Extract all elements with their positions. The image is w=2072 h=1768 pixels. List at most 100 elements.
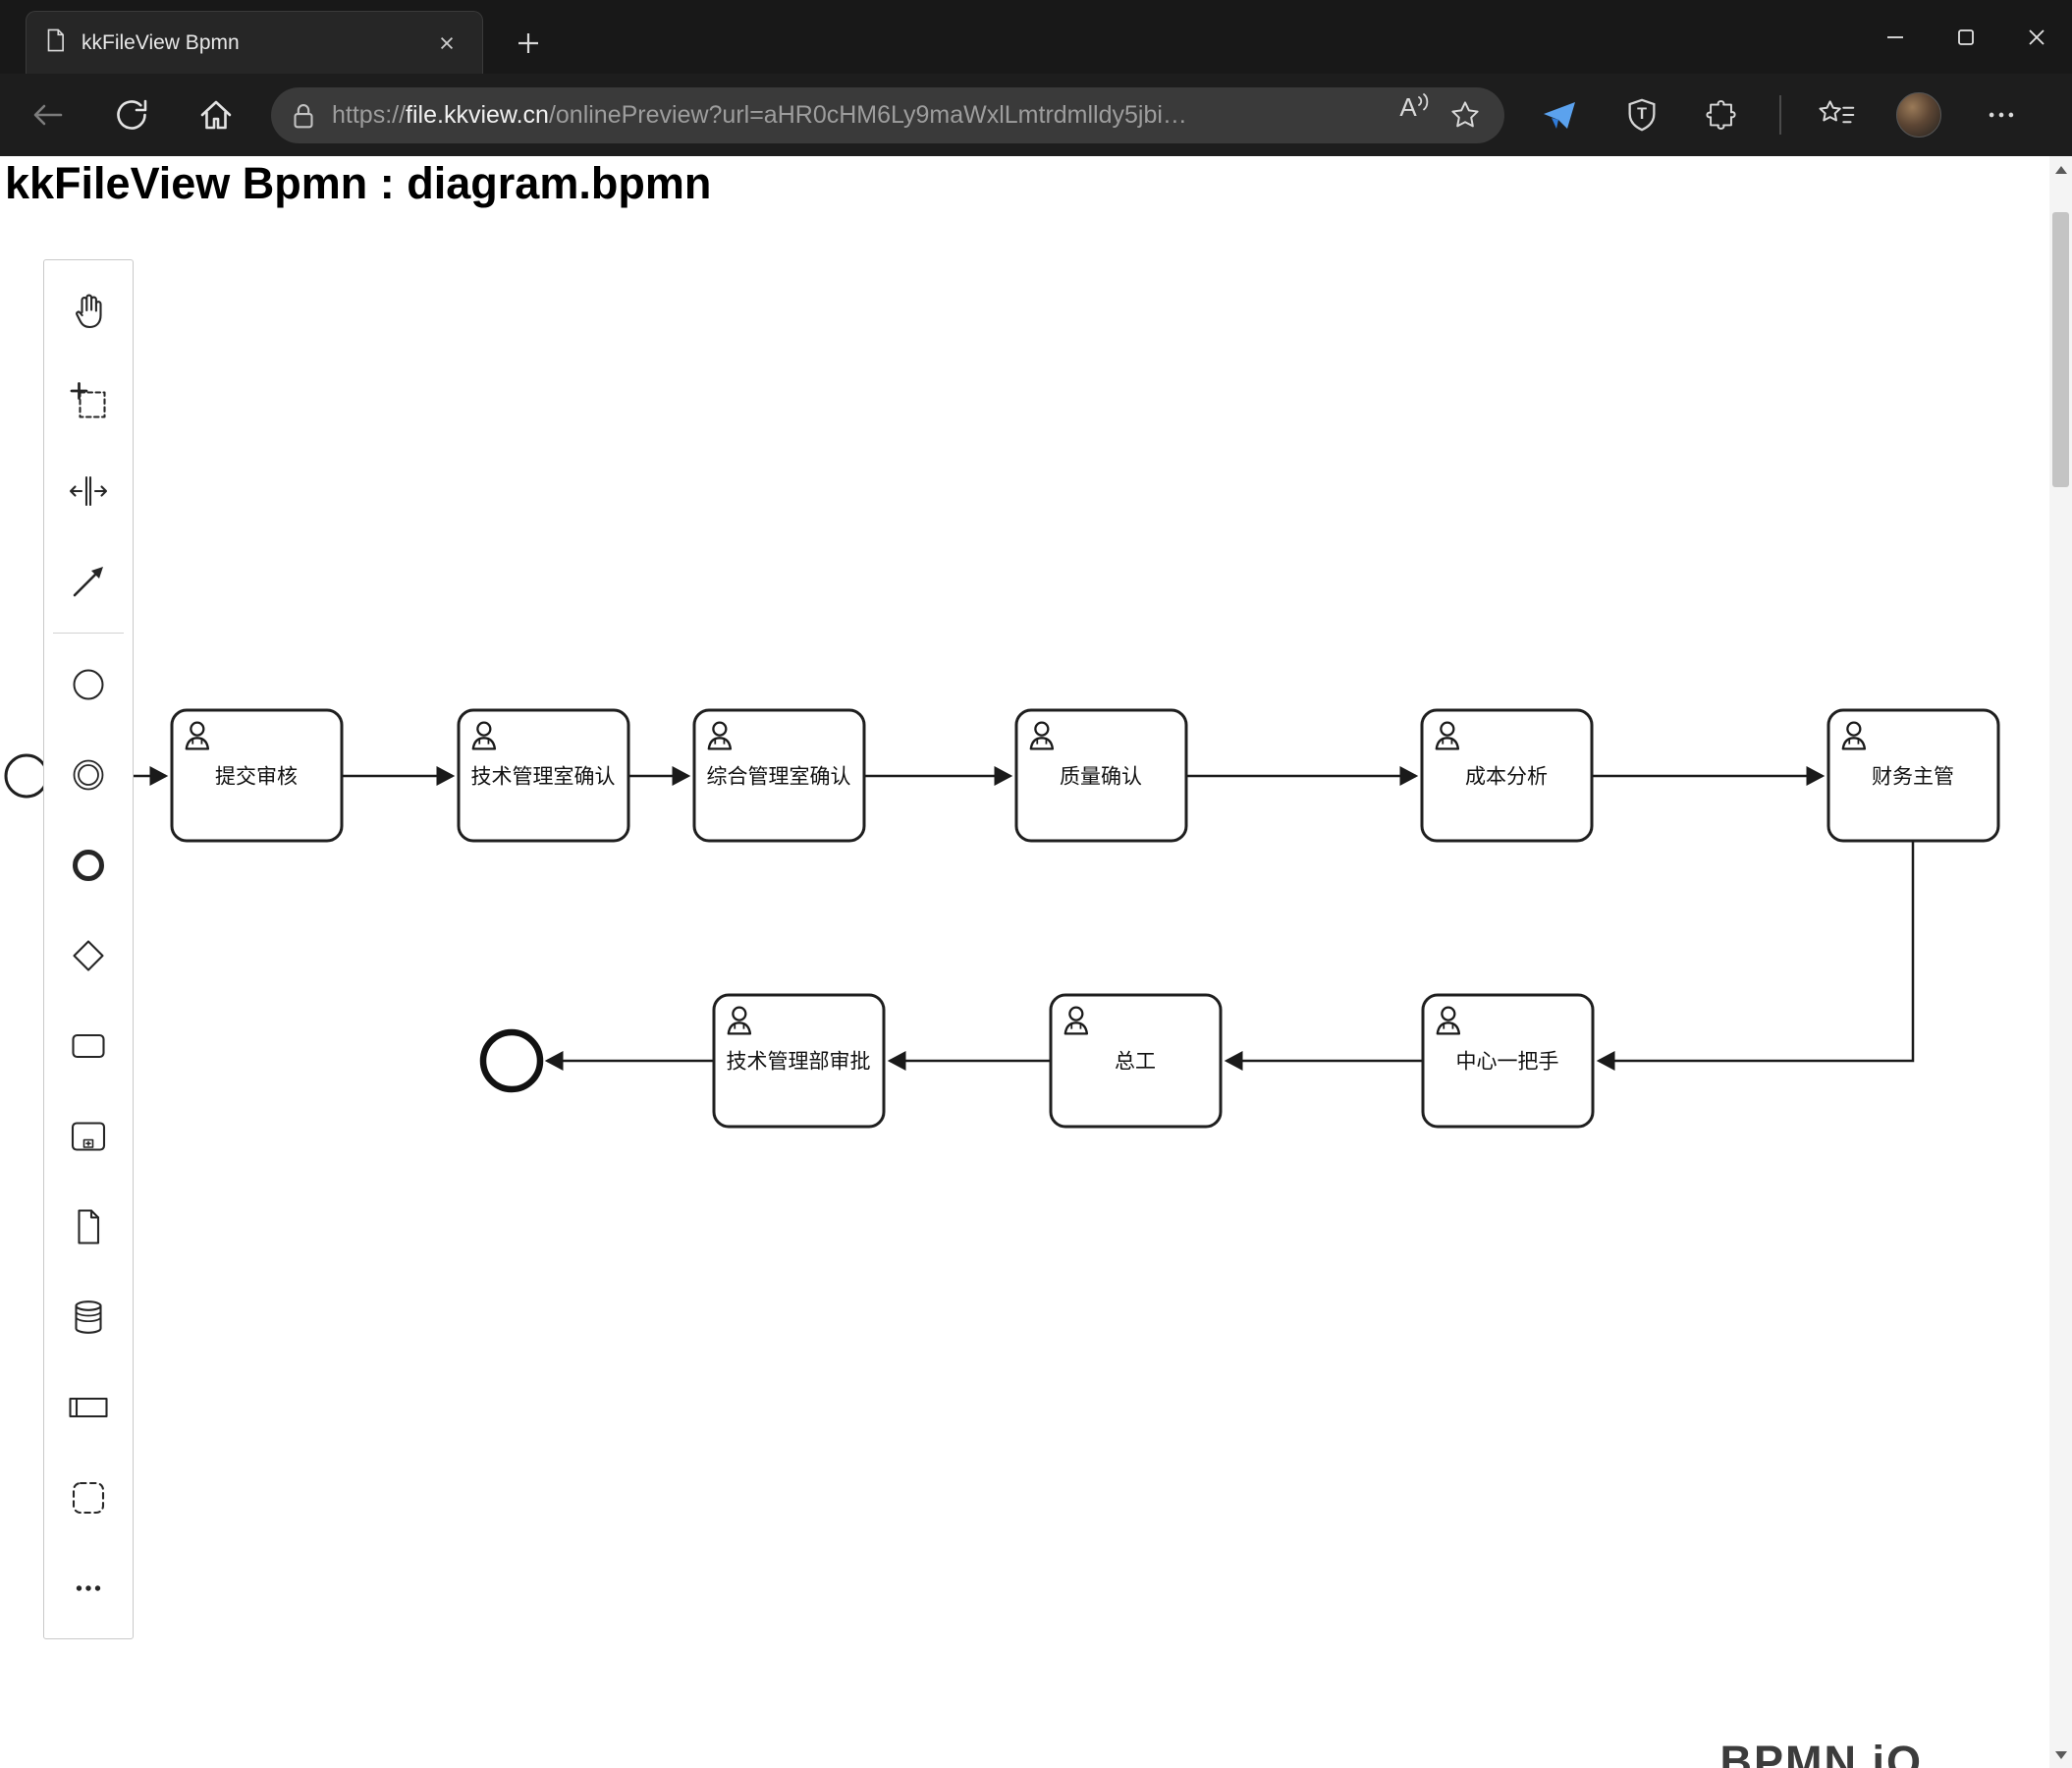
scroll-down-arrow-icon <box>2054 1750 2067 1759</box>
task-label: 总工 <box>1115 1050 1156 1073</box>
close-button[interactable] <box>2001 0 2072 74</box>
palette-separator <box>53 633 124 634</box>
favorite-star-button[interactable] <box>1440 92 1491 138</box>
url-domain: file.kkview.cn <box>406 100 549 129</box>
create-subprocess-button[interactable] <box>44 1091 133 1182</box>
bpmn-palette <box>43 259 134 1639</box>
bpmn-end-event[interactable] <box>479 1028 544 1093</box>
lock-icon <box>294 104 313 129</box>
browser-tab[interactable]: kkFileView Bpmn <box>26 11 483 74</box>
home-button[interactable] <box>187 85 245 144</box>
paper-plane-icon <box>1544 102 1575 129</box>
read-aloud-icon: A <box>1399 92 1417 122</box>
task-label: 综合管理室确认 <box>707 765 851 788</box>
settings-menu-button[interactable] <box>1974 87 2029 142</box>
vertical-scrollbar[interactable] <box>2049 156 2072 1768</box>
create-intermediate-event-button[interactable] <box>44 730 133 820</box>
page-favicon-icon <box>42 28 68 58</box>
sequence-flow[interactable] <box>1596 841 1915 1071</box>
task-label: 中心一把手 <box>1456 1050 1559 1073</box>
shield-icon: T <box>1628 98 1656 132</box>
scrollbar-track[interactable] <box>2049 183 2072 1741</box>
read-aloud-button[interactable]: A <box>1389 92 1440 138</box>
scrollbar-thumb[interactable] <box>2052 212 2069 487</box>
task-label: 技术管理室确认 <box>471 765 616 788</box>
refresh-icon <box>117 99 147 130</box>
extensions-button[interactable] <box>1697 87 1752 142</box>
bpmn-diagram-canvas[interactable]: 提交审核 技术管理室确认 综合管理室确认 质量确认 成本分析 财务主管 <box>0 156 2049 1768</box>
start-event-icon <box>73 669 104 700</box>
end-event-icon <box>73 850 104 881</box>
address-bar[interactable]: https://file.kkview.cn/onlinePreview?url… <box>271 86 1504 143</box>
new-tab-button[interactable] <box>507 22 550 65</box>
create-start-event-button[interactable] <box>44 639 133 730</box>
task-icon <box>72 1033 105 1059</box>
toolbar-divider <box>1779 95 1781 135</box>
palette-more-options-button[interactable] <box>44 1543 133 1633</box>
task-label: 质量确认 <box>1060 765 1142 788</box>
url-path: /onlinePreview?url=aHR0cHM6Ly9maWxlLmtrd… <box>548 100 1187 129</box>
bpmn-start-event[interactable] <box>4 753 49 799</box>
browser-navbar: https://file.kkview.cn/onlinePreview?url… <box>0 74 2072 156</box>
group-icon <box>72 1481 105 1515</box>
bpmn-task[interactable]: 技术管理部审批 <box>712 993 886 1129</box>
create-task-button[interactable] <box>44 1001 133 1091</box>
maximize-button[interactable] <box>1931 0 2001 74</box>
hand-tool-button[interactable] <box>44 265 133 356</box>
minimize-button[interactable] <box>1860 0 1931 74</box>
create-data-store-button[interactable] <box>44 1272 133 1362</box>
lasso-tool-button[interactable] <box>44 356 133 446</box>
bpmn-task[interactable]: 技术管理室确认 <box>457 708 630 843</box>
refresh-button[interactable] <box>102 85 161 144</box>
bpmn-task[interactable]: 综合管理室确认 <box>692 708 866 843</box>
back-button[interactable] <box>18 85 77 144</box>
url-text: https://file.kkview.cn/onlinePreview?url… <box>332 101 1389 130</box>
create-data-object-button[interactable] <box>44 1182 133 1272</box>
lasso-icon <box>70 382 106 418</box>
create-gateway-button[interactable] <box>44 911 133 1001</box>
back-arrow-icon <box>33 104 63 126</box>
create-group-button[interactable] <box>44 1453 133 1543</box>
tab-title: kkFileView Bpmn <box>82 30 240 54</box>
url-scheme: https:// <box>332 100 407 129</box>
ellipsis-icon <box>1989 112 2014 118</box>
task-label: 财务主管 <box>1872 765 1954 788</box>
create-end-event-button[interactable] <box>44 820 133 911</box>
bpmn-task[interactable]: 总工 <box>1049 993 1223 1129</box>
hand-icon <box>76 294 102 329</box>
global-connect-tool-button[interactable] <box>44 536 133 627</box>
shield-badge-letter: T <box>1637 105 1647 123</box>
tab-close-button[interactable] <box>427 24 466 63</box>
create-participant-button[interactable] <box>44 1362 133 1453</box>
bpmn-task[interactable]: 提交审核 <box>170 708 344 843</box>
bpmn-task[interactable]: 中心一把手 <box>1421 993 1595 1129</box>
participant-icon <box>69 1397 108 1418</box>
puzzle-icon <box>1706 100 1736 130</box>
ellipsis-icon <box>76 1585 101 1591</box>
data-store-icon <box>75 1300 102 1334</box>
bpmn-task[interactable]: 成本分析 <box>1420 708 1594 843</box>
bpmn-task[interactable]: 质量确认 <box>1014 708 1188 843</box>
intermediate-event-icon <box>73 759 104 791</box>
gateway-icon <box>73 940 104 971</box>
viewer-content: kkFileView Bpmn : diagram.bpmn <box>0 156 2072 1768</box>
site-info-button[interactable] <box>281 92 326 138</box>
window-controls <box>1860 0 2072 74</box>
shield-extension-button[interactable]: T <box>1614 87 1669 142</box>
scroll-down-button[interactable] <box>2049 1741 2072 1768</box>
favorites-button[interactable] <box>1809 87 1864 142</box>
subprocess-icon <box>71 1122 106 1151</box>
profile-button[interactable] <box>1891 87 1946 142</box>
scroll-up-arrow-icon <box>2054 165 2067 174</box>
bpmn-task[interactable]: 财务主管 <box>1827 708 2000 843</box>
bpmn-io-logo[interactable]: BPMN iO <box>1719 1737 1923 1768</box>
task-label: 成本分析 <box>1465 765 1548 788</box>
task-label: 提交审核 <box>215 765 298 788</box>
favorites-star-menu-icon <box>1819 100 1855 124</box>
scroll-up-button[interactable] <box>2049 156 2072 183</box>
connect-arrow-icon <box>73 567 103 597</box>
space-tool-button[interactable] <box>44 446 133 536</box>
star-icon <box>1451 101 1479 128</box>
home-icon <box>200 100 232 130</box>
blue-extension-button[interactable] <box>1532 87 1587 142</box>
